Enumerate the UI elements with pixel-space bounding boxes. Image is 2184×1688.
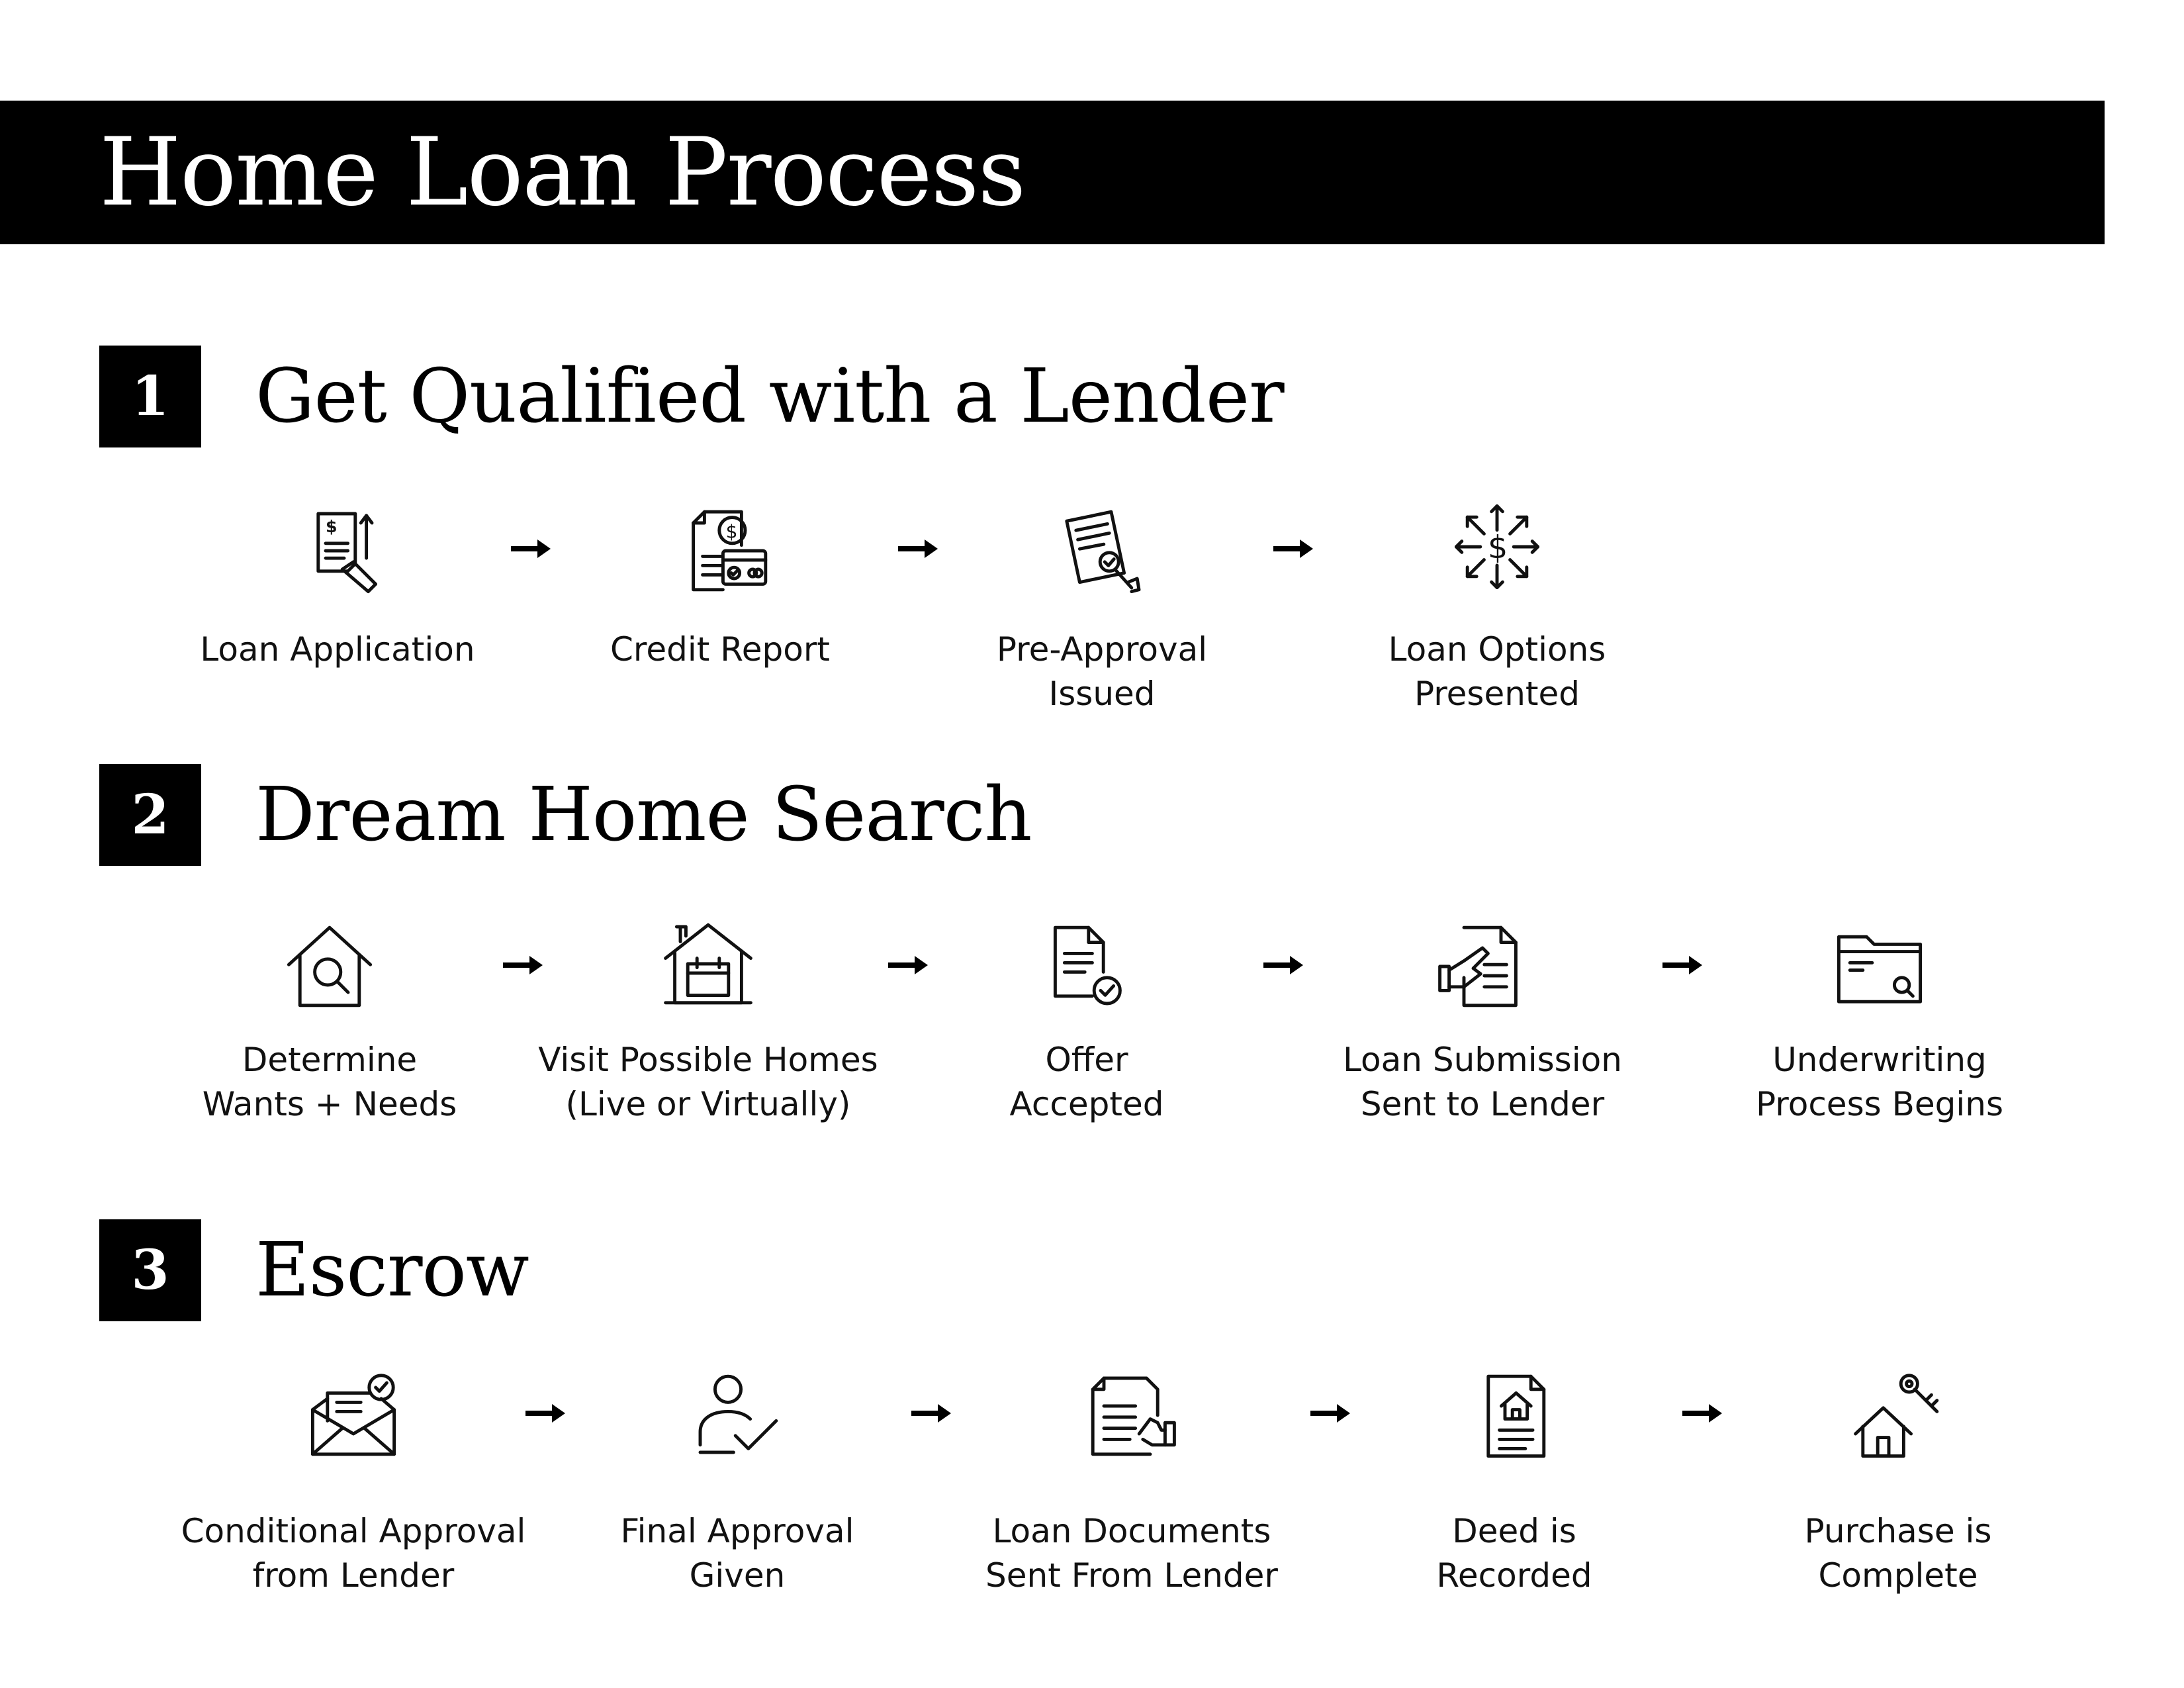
arrow-right-icon [910,1402,952,1425]
section-title: Get Qualified with a Lender [255,353,1285,440]
section-title: Dream Home Search [255,772,1032,858]
section-number: 3 [99,1219,201,1321]
document-submit-icon [1436,920,1529,1013]
document-check-icon [1040,920,1133,1013]
step-label: Underwriting Process Begins [1756,1041,2003,1123]
envelope-check-icon [307,1369,400,1462]
document-hand-icon [1085,1369,1178,1462]
loan-options-icon: $ [1451,500,1543,593]
house-search-icon [283,920,376,1013]
step-label: Loan Documents Sent From Lender [985,1512,1278,1595]
step-label: Deed is Recorded [1436,1512,1592,1595]
section-title: Escrow [255,1227,529,1313]
person-check-icon [691,1369,784,1462]
page-title: Home Loan Process [99,118,1026,227]
step-label: Loan Options Presented [1388,630,1606,713]
pre-approval-icon [1056,504,1148,597]
step-label: Determine Wants + Needs [202,1041,457,1123]
step-label: Final Approval Given [620,1512,854,1595]
title-bar: Home Loan Process [0,101,2105,244]
folder-search-icon [1833,920,1926,1013]
arrow-right-icon [1309,1402,1351,1425]
arrow-right-icon [897,538,939,560]
arrow-right-icon [502,954,544,976]
arrow-right-icon [1272,538,1314,560]
step-label: Credit Report [610,630,830,669]
step-label: Loan Submission Sent to Lender [1343,1041,1622,1123]
arrow-right-icon [887,954,929,976]
arrow-right-icon [1262,954,1304,976]
arrow-right-icon [524,1402,567,1425]
arrow-right-icon [1661,954,1704,976]
arrow-right-icon [510,538,552,560]
credit-report-icon: $ [680,504,773,597]
deed-icon [1468,1369,1561,1462]
loan-application-icon: $ [298,504,390,597]
svg-text:$: $ [326,517,338,536]
section-number: 1 [99,346,201,447]
section-number: 2 [99,764,201,866]
step-label: Pre-Approval Issued [996,630,1208,713]
step-label: Conditional Approval from Lender [181,1512,526,1595]
step-label: Purchase is Complete [1804,1512,1992,1595]
house-visit-icon [662,917,754,1010]
step-label: Offer Accepted [1009,1041,1164,1123]
svg-text:$: $ [1488,530,1508,566]
svg-text:$: $ [726,520,738,542]
step-label: Visit Possible Homes (Live or Virtually) [538,1041,878,1123]
house-key-icon [1852,1369,1944,1462]
arrow-right-icon [1681,1402,1723,1425]
step-label: Loan Application [200,630,475,669]
